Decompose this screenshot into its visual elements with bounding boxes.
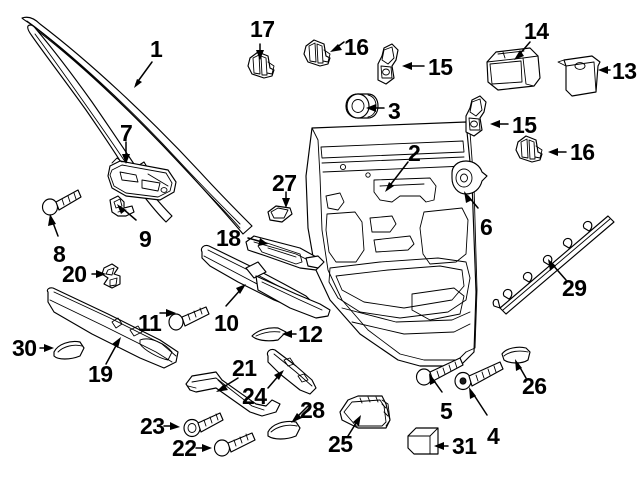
part-29-weatherstrip-seal-clip-rail [492, 215, 615, 315]
callout-number-25: 25 [328, 431, 353, 457]
callout-number-28: 28 [300, 397, 325, 423]
callout-number-2: 2 [408, 140, 421, 166]
part-11-screw [168, 306, 210, 331]
callout-number-7: 7 [120, 120, 133, 146]
callout-number-30: 30 [12, 335, 37, 361]
callout-number-13: 13 [612, 58, 637, 84]
part-28-small-cap-plug [267, 420, 301, 440]
part-13-square-cap-plug [557, 55, 601, 97]
callout-number-26: 26 [522, 373, 547, 399]
callout-number-9: 9 [139, 226, 152, 252]
part-5-tapping-screw [415, 357, 464, 386]
callout-number-29: 29 [562, 275, 587, 301]
part-26-oval-cap-plug [501, 346, 531, 364]
part-4-tapping-screw [454, 361, 504, 391]
callout-number-18: 18 [216, 225, 241, 251]
part-23-washer-screw [183, 412, 224, 438]
part-21-mounting-bracket-arm [185, 371, 281, 417]
callout-number-14: 14 [524, 18, 549, 44]
rail-clips [502, 220, 593, 300]
callout-number-24: 24 [242, 383, 267, 409]
callout-number-20: 20 [62, 261, 87, 287]
part-1-window-belt-molding [21, 16, 253, 235]
callout-number-27: 27 [272, 170, 297, 196]
part-17-ribbed-retainer-clip [247, 51, 275, 79]
callout-number-6: 6 [480, 214, 493, 240]
callout-number-15-lower: 15 [512, 112, 537, 138]
callout-number-22: 22 [172, 435, 197, 461]
part-15-angled-retainer-bracket-lower [465, 95, 487, 137]
callout-number-1: 1 [150, 36, 163, 62]
part-16-ribbed-retainer-clip-upper [303, 39, 331, 67]
callout-number-16: 16 [344, 34, 369, 60]
callout-number-11: 11 [138, 310, 162, 336]
part-16-ribbed-retainer-clip-right [515, 135, 543, 163]
callout-number-3: 3 [388, 98, 401, 124]
callout-number-5: 5 [440, 398, 453, 424]
part-8-shoulder-bolt [41, 189, 82, 216]
leader-lines [39, 41, 611, 452]
callout-number-12: 12 [298, 321, 323, 347]
part-2-door-trim-panel [305, 121, 478, 367]
part-31-rectangular-cap-plug [407, 427, 439, 455]
part-12-trim-insert-cover [251, 327, 287, 342]
callout-number-21: 21 [232, 355, 257, 381]
part-7-door-handle-bezel [107, 157, 177, 201]
part-27-small-clip-plug [267, 205, 293, 223]
part-25-corner-trim-wedge [339, 395, 391, 429]
callout-number-17: 17 [250, 16, 275, 42]
callout-number-19: 19 [88, 361, 113, 387]
part-6-round-cap-plug [451, 160, 488, 195]
part-30-small-oval-cap [53, 340, 85, 360]
callout-number-16-right: 16 [570, 139, 595, 165]
part-20-spring-clip [101, 263, 121, 289]
callout-number-8: 8 [53, 241, 66, 267]
callout-number-4: 4 [487, 423, 500, 449]
part-10-armrest-pull-handle [200, 244, 331, 319]
callout-number-15: 15 [428, 54, 453, 80]
callout-number-23: 23 [140, 413, 165, 439]
part-24-handle-trim-strip [266, 348, 317, 395]
callout-number-10: 10 [214, 310, 239, 336]
part-3-grommet-bushing [345, 93, 379, 119]
callout-number-31: 31 [452, 433, 477, 459]
part-19-lower-trim-molding [46, 287, 179, 369]
part-14-window-lift-switch [486, 47, 541, 91]
part-22-tapping-screw [213, 432, 256, 457]
part-15-angled-retainer-bracket-upper [377, 43, 399, 85]
